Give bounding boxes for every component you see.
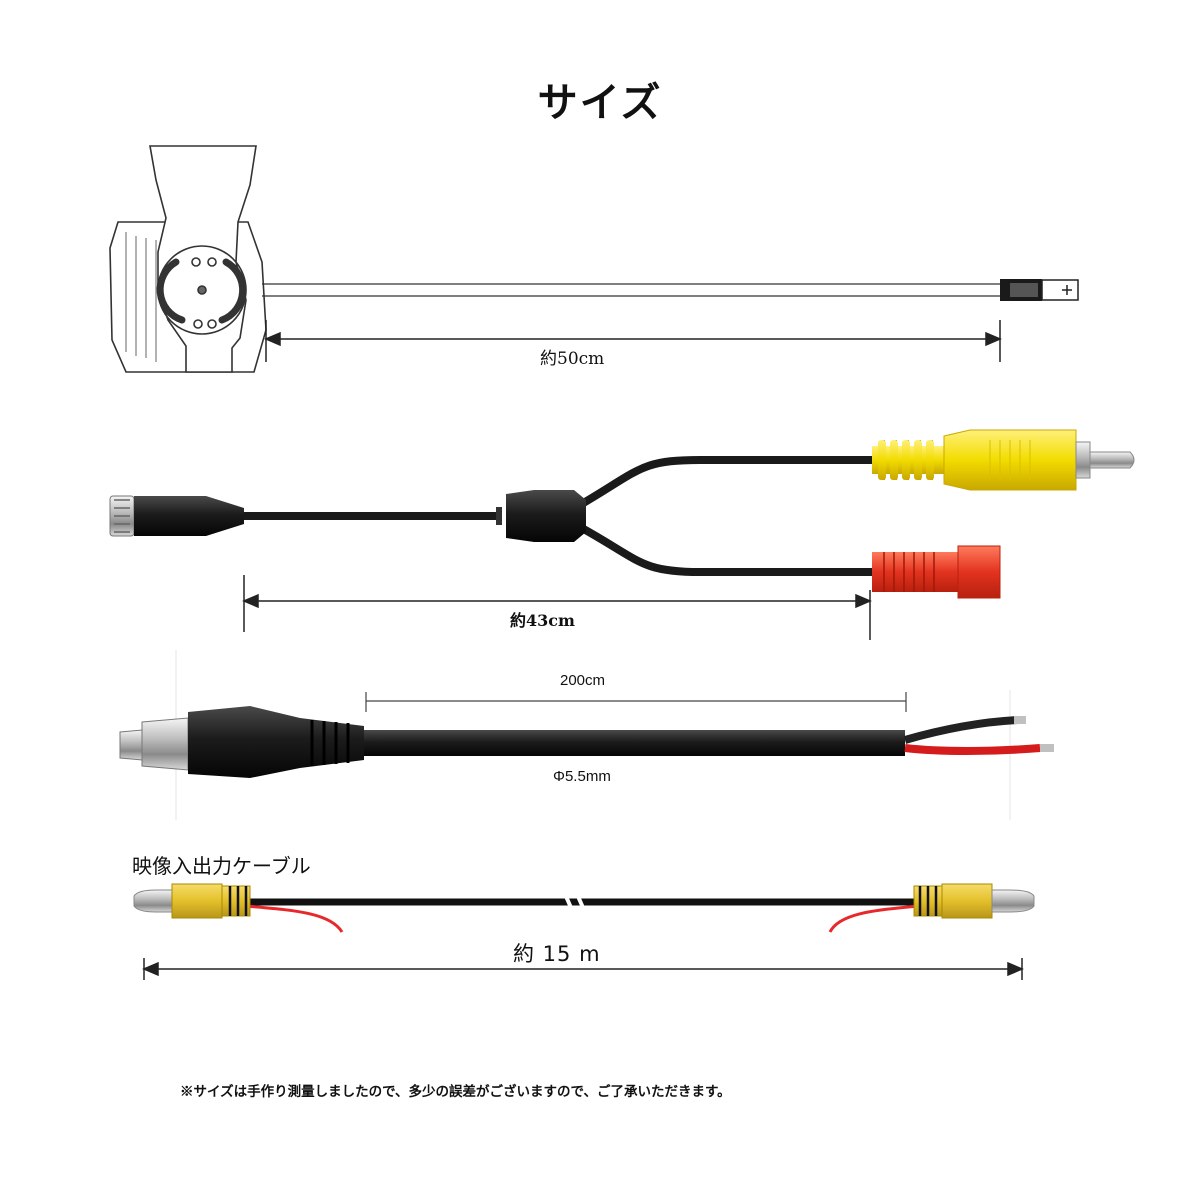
power-cable <box>119 650 1054 820</box>
dimension-arrow-43cm <box>242 575 872 640</box>
video-cable <box>133 883 1035 933</box>
dimension-arrow-50cm <box>264 320 1002 362</box>
measurement-footnote: ※サイズは手作り測量しましたので、多少の誤差がございますので、ご了承いただきます… <box>180 1084 731 1100</box>
power-cable-diameter-label: Φ5.5mm <box>553 768 611 785</box>
camera-outline <box>109 145 267 373</box>
page-title: サイズ <box>537 79 663 126</box>
y-splitter-cable <box>109 429 1135 599</box>
dimension-line-200cm <box>365 692 907 712</box>
power-cable-length-label: 200cm <box>560 672 606 689</box>
video-cable-length-label: 約 15 m <box>513 942 601 966</box>
video-cable-name-label: 映像入出力ケーブル <box>132 854 311 878</box>
camera-cable-length-label: 約50cm <box>540 349 605 369</box>
dimension-arrow-15m <box>142 958 1024 980</box>
splitter-cable-length-label: 約43cm <box>510 611 575 630</box>
camera-cable <box>262 279 1079 301</box>
